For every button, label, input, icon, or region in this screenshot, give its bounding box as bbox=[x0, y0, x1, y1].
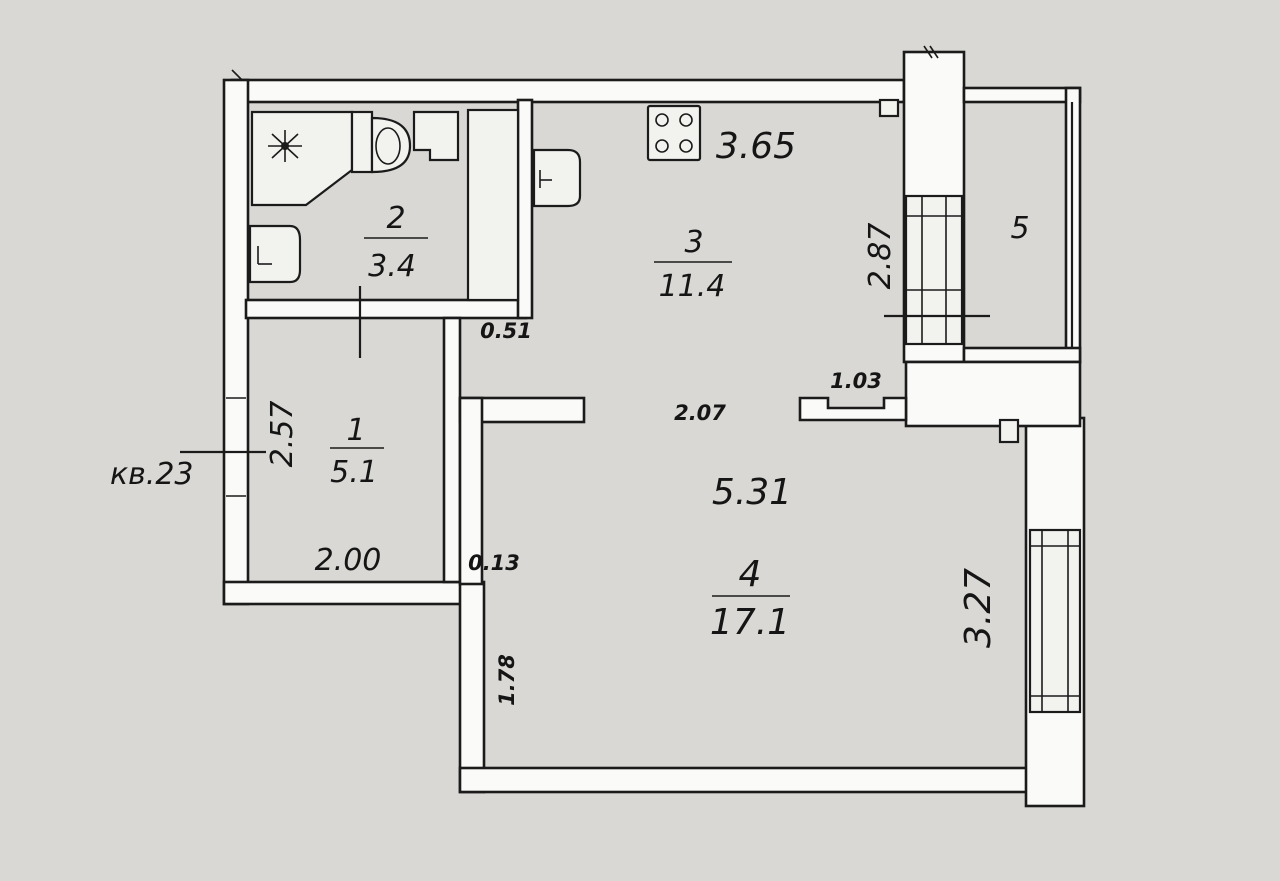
dim-passage-wall: 0.51 bbox=[480, 319, 532, 343]
dimension-labels: 3.65 2.87 2.57 2.00 0.51 0.13 1.03 2.07 … bbox=[265, 126, 999, 706]
room-number: 5 bbox=[1010, 211, 1029, 246]
room-4-label: 4 17.1 bbox=[710, 554, 790, 643]
bathroom-fixtures bbox=[248, 110, 460, 284]
shower-icon bbox=[268, 130, 302, 162]
stove-icon bbox=[646, 104, 702, 162]
dim-opening-2: 2.07 bbox=[674, 401, 726, 425]
sink-icon bbox=[248, 224, 302, 284]
dim-opening-1: 1.03 bbox=[830, 369, 882, 393]
door-hatches bbox=[884, 102, 1074, 348]
room-area: 11.4 bbox=[659, 269, 726, 304]
dim-living-depth: 3.27 bbox=[958, 568, 999, 648]
room-number: 1 bbox=[346, 413, 365, 448]
dim-hall-depth: 2.57 bbox=[265, 401, 300, 468]
toilet-icon bbox=[350, 110, 412, 174]
room-5-label: 5 bbox=[1010, 211, 1029, 246]
dim-living-width: 5.31 bbox=[712, 472, 792, 513]
kitchen-sink-icon bbox=[532, 148, 582, 208]
window-hatches bbox=[998, 418, 1082, 714]
washbasin bbox=[412, 110, 460, 162]
room-area: 5.1 bbox=[330, 455, 378, 490]
room-3-label: 3 11.4 bbox=[654, 225, 732, 304]
dim-kitchen-width: 3.65 bbox=[716, 126, 796, 167]
room-area: 17.1 bbox=[710, 602, 790, 643]
room-number: 3 bbox=[684, 225, 703, 260]
room-area: 3.4 bbox=[368, 249, 416, 284]
room-2-label: 2 3.4 bbox=[364, 201, 428, 284]
dim-recess-depth: 1.78 bbox=[495, 654, 519, 706]
entrance bbox=[180, 286, 362, 497]
dim-kitchen-depth: 2.87 bbox=[863, 223, 898, 290]
outer-walls bbox=[222, 50, 1086, 808]
partitions bbox=[244, 98, 908, 586]
shower-tray bbox=[250, 110, 354, 207]
room-1-label: 1 5.1 bbox=[330, 413, 384, 490]
dim-wall-thickness: 0.13 bbox=[468, 551, 520, 575]
pillar-marks bbox=[231, 45, 939, 81]
dim-hall-width: 2.00 bbox=[315, 543, 382, 578]
ventilation-duct bbox=[878, 98, 900, 118]
kitchen-fixtures bbox=[532, 98, 900, 208]
room-number: 4 bbox=[739, 554, 762, 595]
apartment-label: кв.23 bbox=[110, 457, 194, 492]
room-number: 2 bbox=[386, 201, 405, 236]
